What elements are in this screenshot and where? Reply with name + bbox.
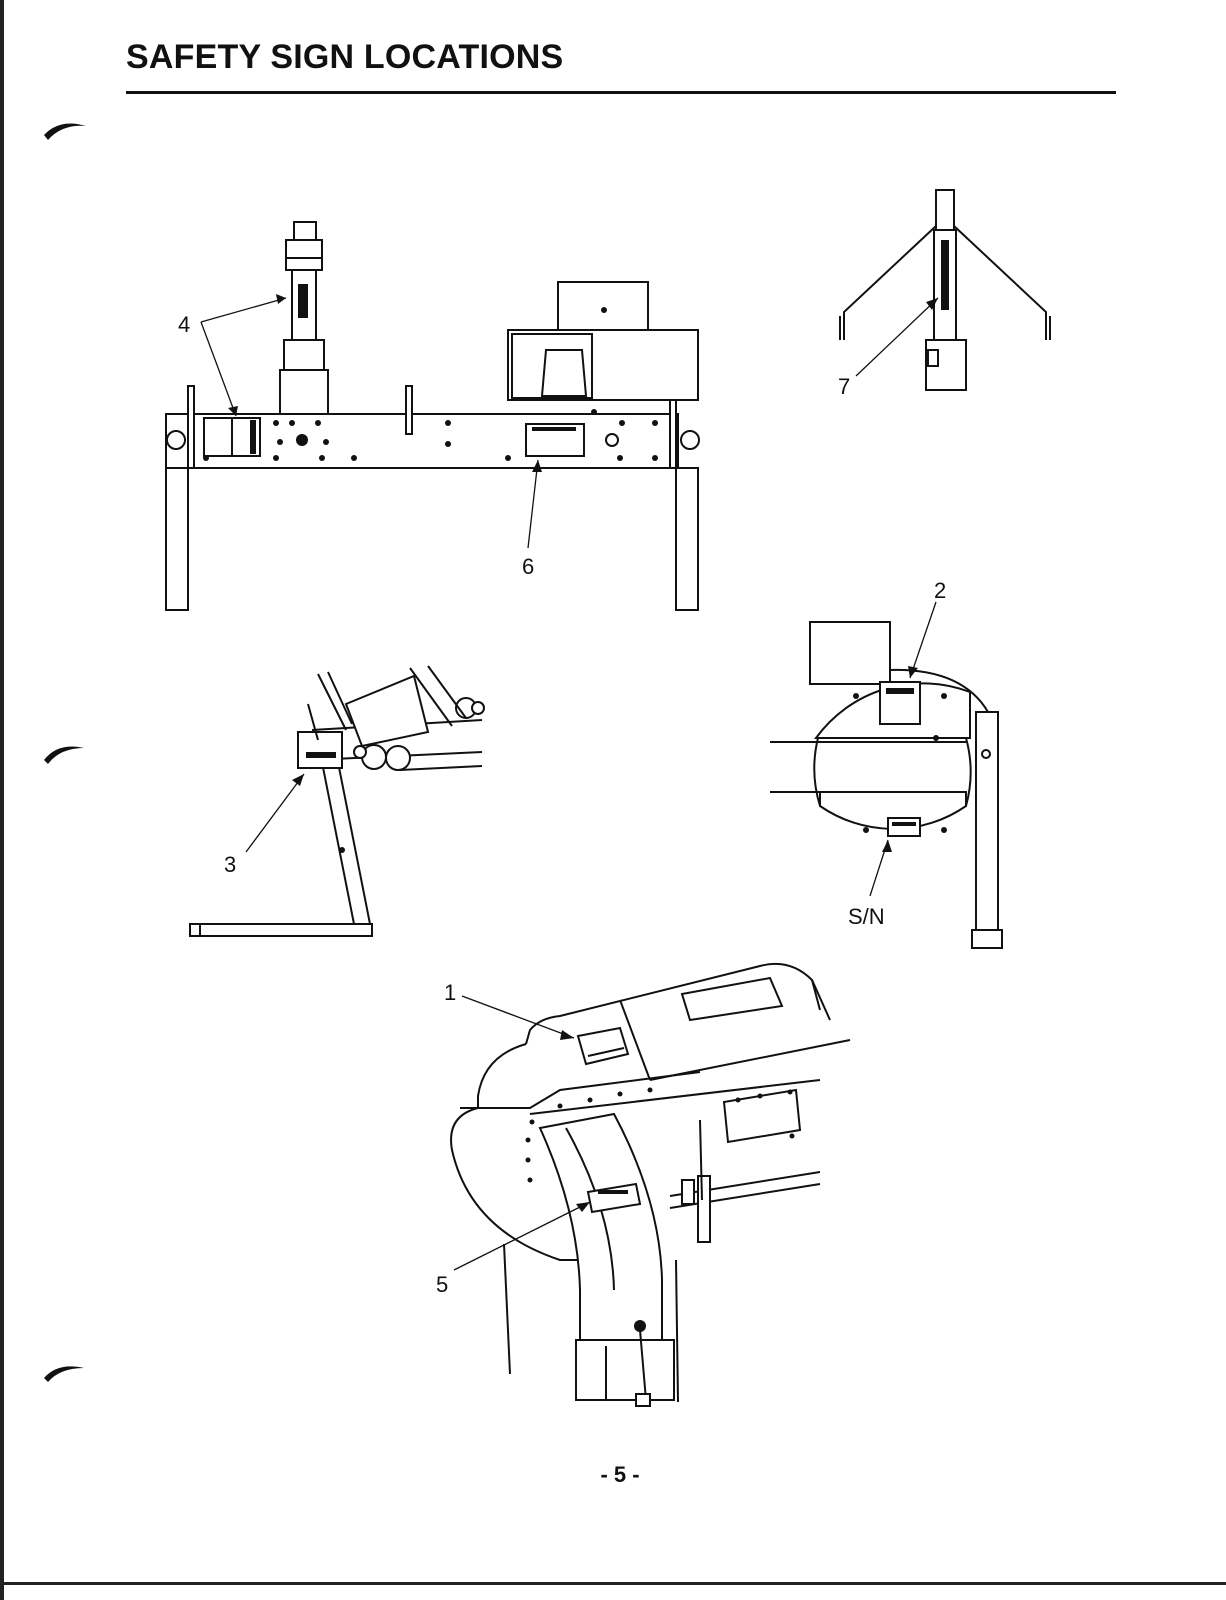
callout-2: 2 (934, 578, 946, 603)
drum-view-drawing (770, 621, 1003, 949)
leader-5 (453, 1201, 591, 1271)
binder-marks (44, 123, 86, 1382)
page-left-edge (0, 0, 4, 1600)
perspective-view-drawing (450, 962, 851, 1407)
hitch-view-drawing (839, 189, 1051, 391)
leader-sn (869, 839, 892, 897)
title-rule (126, 91, 1116, 94)
bottom-rule (0, 1582, 1226, 1585)
callout-4: 4 (178, 312, 190, 337)
leader-4 (200, 294, 287, 417)
callout-5: 5 (436, 1272, 448, 1297)
leader-6 (527, 459, 542, 549)
leader-1 (461, 995, 575, 1040)
callout-3: 3 (224, 852, 236, 877)
side-view-drawing (189, 665, 485, 937)
page-title: SAFETY SIGN LOCATIONS (126, 38, 564, 76)
leader-2 (908, 601, 937, 679)
front-view-drawing (165, 221, 700, 611)
callout-sn: S/N (848, 904, 885, 929)
page-number: - 5 - (600, 1462, 640, 1487)
callout-6: 6 (522, 554, 534, 579)
leader-3 (245, 773, 305, 853)
leader-7 (855, 297, 939, 377)
callout-7: 7 (838, 374, 850, 399)
callout-1: 1 (444, 980, 456, 1005)
